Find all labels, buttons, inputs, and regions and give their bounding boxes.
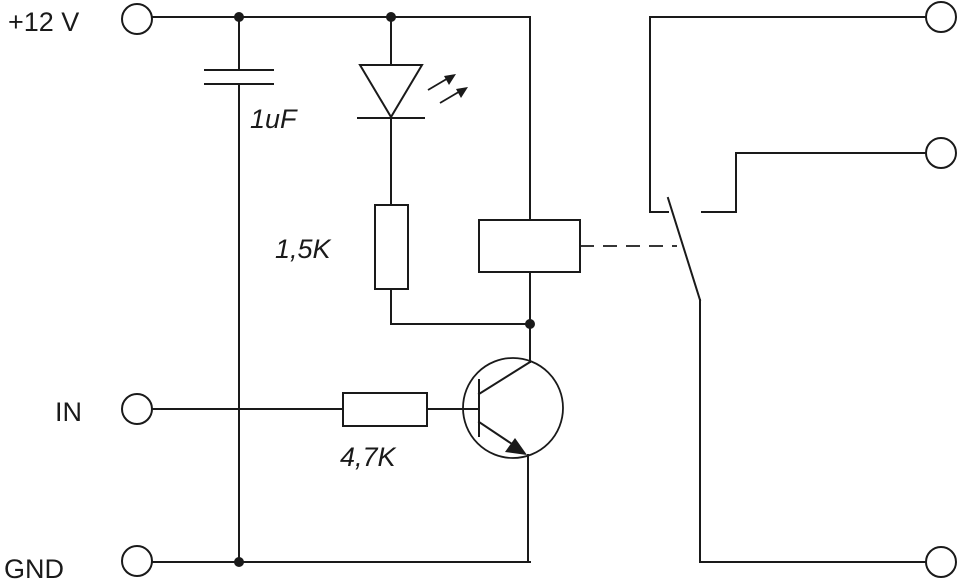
relay-no-terminal[interactable] — [925, 137, 957, 169]
ground-terminal[interactable] — [121, 545, 153, 577]
led-resistor-value-label: 1,5K — [275, 234, 332, 264]
led-resistor-1-5k — [374, 204, 409, 290]
input-terminal-label: IN — [55, 397, 82, 427]
npn-transistor — [462, 357, 564, 563]
ground-terminal-label: GND — [4, 554, 64, 582]
capacitor-1uf — [204, 16, 274, 563]
base-resistor-value-label: 4,7K — [340, 442, 397, 472]
junction-dot-capacitor-top — [234, 12, 244, 22]
relay-coil — [478, 219, 581, 273]
supply-terminal[interactable] — [121, 3, 153, 35]
supply-terminal-label: +12 V — [8, 7, 79, 37]
junction-dot-led-top — [386, 12, 396, 22]
relay-pole-terminal[interactable] — [925, 546, 957, 578]
led-indicator — [357, 16, 468, 205]
base-resistor-4-7k — [342, 392, 428, 427]
led-return-wire — [390, 289, 531, 325]
junction-dot-collector — [525, 319, 535, 329]
relay-common-terminal[interactable] — [925, 1, 957, 33]
capacitor-value-label: 1uF — [250, 104, 298, 134]
input-terminal[interactable] — [121, 393, 153, 425]
relay-contacts — [649, 16, 930, 563]
junction-dot-ground — [234, 557, 244, 567]
